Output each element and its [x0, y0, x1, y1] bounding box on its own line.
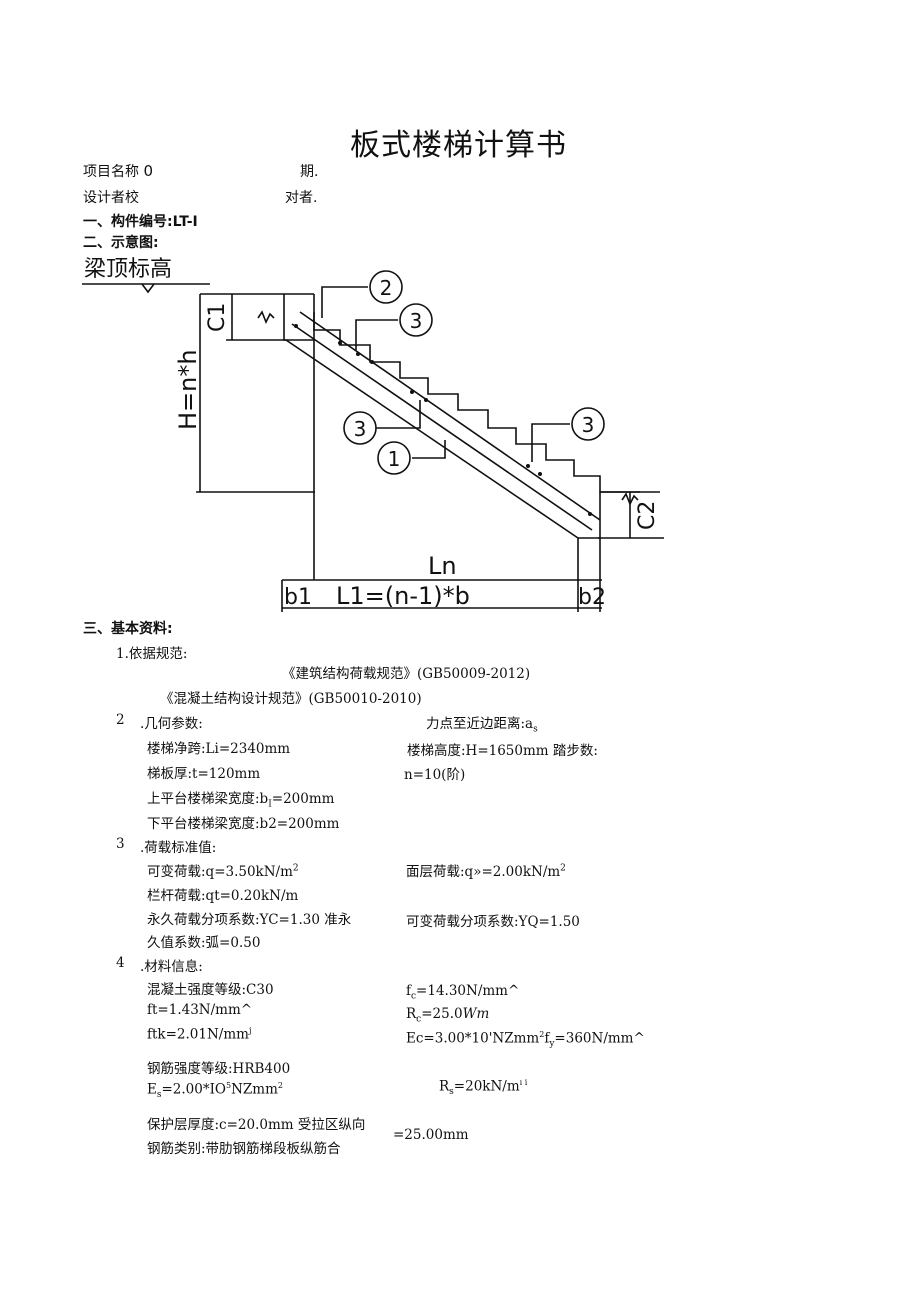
as-distance: 力点至近边距离:as [426, 716, 538, 735]
item-2-geometry: .几何参数: [140, 716, 203, 732]
c1-label: C1 [205, 303, 230, 332]
step-count: n=10(阶) [404, 767, 466, 783]
surface-load: 面层荷载:q»=2.00kN/m2 [406, 863, 566, 881]
es-value: Es=2.00*IO5NZmm2 [147, 1081, 283, 1101]
upper-beam-width: 上平台楼梯梁宽度:bI=200mm [147, 791, 335, 810]
item-3-loads: .荷载标准值: [140, 840, 217, 856]
callout-2: 2 [380, 276, 393, 300]
code-load: 《建筑结构荷载规范》(GB50009-2012) [282, 666, 531, 682]
ln-label: Ln [428, 552, 457, 580]
stair-diagram: 梁顶标高 C1 H=n*h C2 Ln b1 L1=(n-1)*b b2 2 3… [82, 257, 664, 612]
rs-value: Rs=20kN/mı i [439, 1078, 528, 1098]
h-label: H=n*h [174, 349, 202, 430]
stair-height: 楼梯高度:H=1650mm 踏步数: [407, 743, 598, 759]
callout-3-right: 3 [582, 413, 595, 437]
ft-value: ft=1.43N/mm^ [147, 1002, 253, 1018]
steel-grade: 钢筋强度等级:HRB400 [147, 1061, 291, 1077]
slab-thickness: 梯板厚:t=120mm [147, 766, 261, 782]
yq-factor: 可变荷载分项系数:YQ=1.50 [406, 914, 580, 930]
item-1-codes: 1.依据规范: [116, 646, 188, 662]
item-4-number: 4 [116, 955, 125, 971]
rebar-type: 钢筋类别:带肋钢筋梯段板纵筋合 [147, 1141, 341, 1157]
project-name-row: 项目名称 0 [83, 161, 153, 181]
cover-thickness: 保护层厚度:c=20.0mm 受拉区纵向 [147, 1117, 366, 1133]
project-name-label: 项目名称 [83, 164, 139, 180]
designer-label: 设计者校 [83, 190, 139, 206]
section-1-label: 一、构件编号: [83, 214, 173, 230]
concrete-grade: 混凝土强度等级:C30 [147, 982, 274, 998]
ec-fy-value: Ec=3.00*10'NZmm2fy=360N/mm^ [406, 1030, 645, 1050]
yc-factor: 永久荷载分项系数:YC=1.30 准永 [147, 912, 352, 928]
checker-label: 对者. [285, 190, 318, 206]
b1-label: b1 [284, 585, 312, 610]
date-label: 期. [300, 164, 319, 180]
callout-3-left: 3 [354, 417, 367, 441]
item-4-materials: .材料信息: [140, 959, 203, 975]
callout-3-top: 3 [410, 309, 423, 333]
l1-label: L1=(n-1)*b [336, 582, 470, 610]
page-title: 板式楼梯计算书 [350, 128, 567, 163]
beam-top-label: 梁顶标高 [84, 257, 172, 282]
as-value: =25.00mm [393, 1127, 469, 1143]
section-2-heading: 二、示意图: [83, 235, 159, 251]
live-load: 可变荷载:q=3.50kN/m2 [147, 863, 299, 881]
item-2-number: 2 [116, 712, 125, 728]
rail-load: 栏杆荷载:qt=0.20kN/m [147, 888, 299, 904]
psi-factor: 久值系数:弧=0.50 [147, 935, 261, 951]
item-3-number: 3 [116, 836, 125, 852]
project-name-value: 0 [143, 162, 153, 180]
component-id: LT-I [172, 214, 198, 230]
ftk-value: ftk=2.01N/mmj [147, 1026, 252, 1043]
fc-value: fc=14.30N/mm^ [406, 983, 520, 1002]
c2-label: C2 [635, 501, 660, 530]
section-3-heading: 三、基本资料: [83, 621, 173, 637]
section-1-heading: 一、构件编号:LT-I [83, 211, 198, 231]
lower-beam-width: 下平台楼梯梁宽度:b2=200mm [147, 816, 340, 832]
callout-1: 1 [388, 447, 401, 471]
stair-span: 楼梯净跨:Li=2340mm [147, 741, 291, 757]
b2-label: b2 [578, 585, 606, 610]
code-concrete: 《混凝土结构设计规范》(GB50010-2010) [160, 691, 422, 707]
rc-value: Rc=25.0Wm [406, 1006, 490, 1025]
